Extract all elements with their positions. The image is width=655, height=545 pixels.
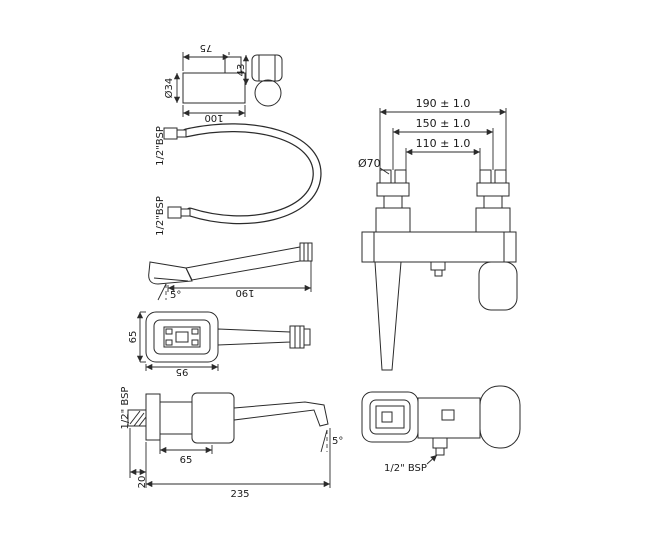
handshower-head [148, 261, 193, 285]
handshower-side-view: 5° 190 [148, 242, 313, 301]
dim-front-centers: 150 ± 1.0 [392, 117, 494, 170]
bracket-post [224, 56, 242, 74]
inlet-left [375, 169, 411, 233]
diverter-knob [430, 261, 446, 271]
dim-bracket-diameter: Ø34 [163, 73, 181, 103]
dim-side-angle: 5° [320, 429, 343, 453]
dim-handshower-width-label: 65 [128, 331, 139, 344]
dim-bracket-length: 100 [182, 105, 246, 123]
top-body [417, 397, 481, 439]
hose-thread-bottom-label: 1/2"BSP [155, 196, 166, 236]
spout [374, 261, 402, 371]
mixer-side-thread-label: 1/2" BSP [120, 387, 131, 430]
shower-outlet [432, 437, 448, 449]
dim-bracket-width: 75 [182, 42, 230, 71]
dim-handshower-angle: 5° [157, 283, 181, 301]
dim-bracket-height-label: 43 [236, 64, 247, 77]
side-angle-label: 5° [332, 436, 343, 447]
handshower-handle-connector [289, 325, 305, 349]
dim-body-depth-label: 65 [180, 455, 193, 466]
handshower-top-view: 65 95 [128, 311, 311, 377]
dim-body-depth: 65 [159, 436, 213, 466]
dim-bracket-diameter-label: Ø34 [163, 78, 175, 99]
inlet-right [475, 169, 511, 233]
top-handle [479, 385, 521, 449]
bracket-cup [251, 54, 283, 82]
bracket-view: 75 Ø34 43 100 [163, 42, 283, 123]
handshower-spray-face [163, 326, 201, 348]
dim-front-inner: 110 ± 1.0 [405, 137, 481, 170]
dim-flange-diameter: Ø70 [358, 157, 390, 175]
hose-nut-bottom [167, 206, 182, 219]
dim-bracket-height: 43 [236, 55, 250, 85]
handshower-handle [217, 328, 291, 346]
dim-total-reach-label: 235 [230, 489, 249, 500]
valve-body [159, 401, 193, 435]
dim-flange-diameter-label: Ø70 [358, 157, 381, 170]
handshower-angle-label: 5° [170, 290, 181, 301]
dim-total-reach: 235 [146, 428, 331, 500]
dim-front-inner-label: 110 ± 1.0 [416, 137, 471, 150]
dim-front-centers-label: 150 ± 1.0 [416, 117, 471, 130]
dim-front-outer-label: 190 ± 1.0 [416, 97, 471, 110]
mixer-top-view: 1/2" BSP [361, 385, 521, 474]
handshower-wand [185, 246, 301, 281]
mixer-body [191, 392, 235, 444]
handshower-connector [299, 242, 313, 262]
front-handle [478, 261, 518, 311]
mixer-side-view: 1/2" BSP 5° 65 20 235 [120, 387, 343, 500]
dim-handshower-width: 65 [128, 311, 146, 363]
lever-handle [233, 401, 329, 427]
hose-view: 1/2"BSP 1/2"BSP [155, 123, 322, 236]
dim-bracket-length-label: 100 [204, 112, 223, 123]
dim-front-outer: 190 ± 1.0 [379, 97, 507, 170]
wall-flange [145, 393, 161, 441]
dim-handshower-length: 190 [167, 261, 312, 298]
mixer-front-body [361, 231, 517, 263]
dim-wall-clearance: 20 [129, 428, 148, 489]
dim-handshower-head-length-label: 95 [176, 366, 189, 377]
dim-wall-clearance-label: 20 [137, 476, 148, 489]
hose-thread-top-label: 1/2"BSP [155, 126, 166, 166]
outlet-thread-label: 1/2" BSP [384, 463, 427, 474]
mixer-front-view: 190 ± 1.0 150 ± 1.0 110 ± 1.0 Ø70 [358, 97, 518, 371]
bracket-plate [182, 72, 246, 104]
dim-outlet-thread: 1/2" BSP [384, 454, 438, 474]
bracket-ring [254, 79, 282, 107]
dim-handshower-length-label: 190 [235, 287, 254, 298]
dim-bracket-width-label: 75 [200, 42, 213, 53]
dim-handshower-head-length: 95 [145, 363, 219, 377]
